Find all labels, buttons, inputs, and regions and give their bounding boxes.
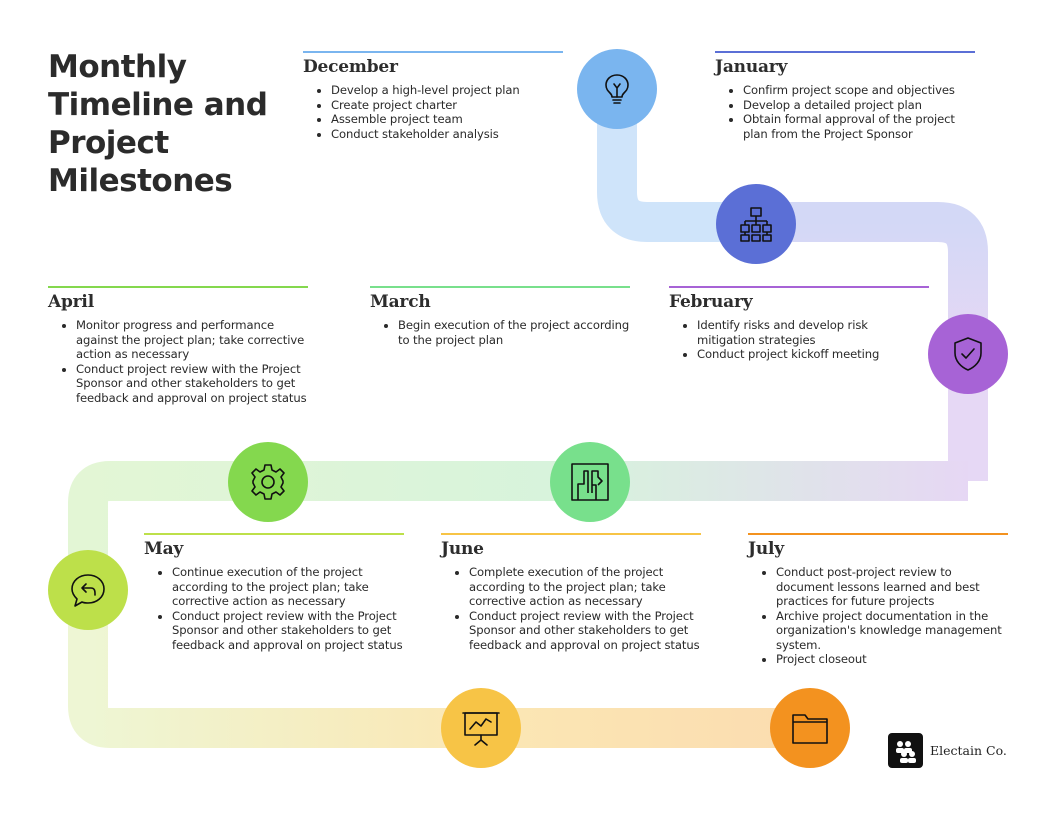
page-title: Monthly Timeline and Project Milestones <box>48 49 268 199</box>
task-item: Archive project documentation in the org… <box>776 609 1008 653</box>
task-item: Conduct project review with the Project … <box>172 609 404 653</box>
month-heading: July <box>748 539 784 559</box>
task-item: Develop a high-level project plan <box>331 83 563 98</box>
milestone-february: February Identify risks and develop risk… <box>669 286 929 362</box>
task-list: Begin execution of the project according… <box>370 318 630 347</box>
task-list: Confirm project scope and objectives Dev… <box>715 83 975 141</box>
june-divider <box>441 533 701 535</box>
task-item: Begin execution of the project according… <box>398 318 630 347</box>
december-divider <box>303 51 563 53</box>
june-node <box>441 688 521 768</box>
milestone-december: December Develop a high-level project pl… <box>303 51 563 141</box>
task-item: Project closeout <box>776 652 1008 667</box>
july-divider <box>748 533 1008 535</box>
task-list: Monitor progress and performance against… <box>48 318 308 405</box>
org-chart-icon <box>740 207 772 242</box>
task-list: Continue execution of the project accord… <box>144 565 404 652</box>
task-item: Confirm project scope and objectives <box>743 83 975 98</box>
task-list: Complete execution of the project accord… <box>441 565 701 652</box>
task-list: Conduct post-project review to document … <box>748 565 1008 667</box>
july-node <box>770 688 850 768</box>
month-heading: February <box>669 292 753 312</box>
february-divider <box>669 286 929 288</box>
milestone-april: April Monitor progress and performance a… <box>48 286 308 405</box>
task-item: Conduct project kickoff meeting <box>697 347 929 362</box>
may-node <box>48 550 128 630</box>
gear-icon <box>251 464 285 500</box>
january-node <box>716 184 796 264</box>
milestone-march: March Begin execution of the project acc… <box>370 286 630 347</box>
task-item: Conduct stakeholder analysis <box>331 127 563 142</box>
milestone-july: July Conduct post-project review to docu… <box>748 533 1008 667</box>
month-heading: May <box>144 539 184 559</box>
task-item: Conduct post-project review to document … <box>776 565 1008 609</box>
march-node <box>550 442 630 522</box>
task-list: Develop a high-level project plan Create… <box>303 83 563 141</box>
march-divider <box>370 286 630 288</box>
presentation-chart-icon <box>462 712 500 746</box>
task-item: Obtain formal approval of the project pl… <box>743 112 975 141</box>
task-list: Identify risks and develop risk mitigati… <box>669 318 929 362</box>
month-heading: March <box>370 292 431 312</box>
task-item: Develop a detailed project plan <box>743 98 975 113</box>
task-item: Monitor progress and performance against… <box>76 318 308 362</box>
milestone-june: June Complete execution of the project a… <box>441 533 701 652</box>
task-item: Conduct project review with the Project … <box>76 362 308 406</box>
folder-icon <box>792 714 828 744</box>
task-item: Identify risks and develop risk mitigati… <box>697 318 929 347</box>
milestone-january: January Confirm project scope and object… <box>715 51 975 141</box>
task-item: Conduct project review with the Project … <box>469 609 701 653</box>
shield-check-icon <box>954 337 982 371</box>
month-heading: April <box>48 292 94 312</box>
brand: Electain Co. <box>888 733 1007 768</box>
task-item: Create project charter <box>331 98 563 113</box>
month-heading: June <box>441 539 484 559</box>
chat-return-icon <box>71 574 105 607</box>
december-node <box>577 49 657 129</box>
brand-name: Electain Co. <box>930 743 1007 758</box>
april-divider <box>48 286 308 288</box>
task-item: Continue execution of the project accord… <box>172 565 404 609</box>
month-heading: January <box>715 57 788 77</box>
february-node <box>928 314 1008 394</box>
route-sign-icon <box>571 463 609 501</box>
lightbulb-icon <box>605 74 629 104</box>
month-heading: December <box>303 57 398 77</box>
may-divider <box>144 533 404 535</box>
people-logo-icon <box>888 733 923 768</box>
january-divider <box>715 51 975 53</box>
milestone-may: May Continue execution of the project ac… <box>144 533 404 652</box>
task-item: Complete execution of the project accord… <box>469 565 701 609</box>
task-item: Assemble project team <box>331 112 563 127</box>
april-node <box>228 442 308 522</box>
